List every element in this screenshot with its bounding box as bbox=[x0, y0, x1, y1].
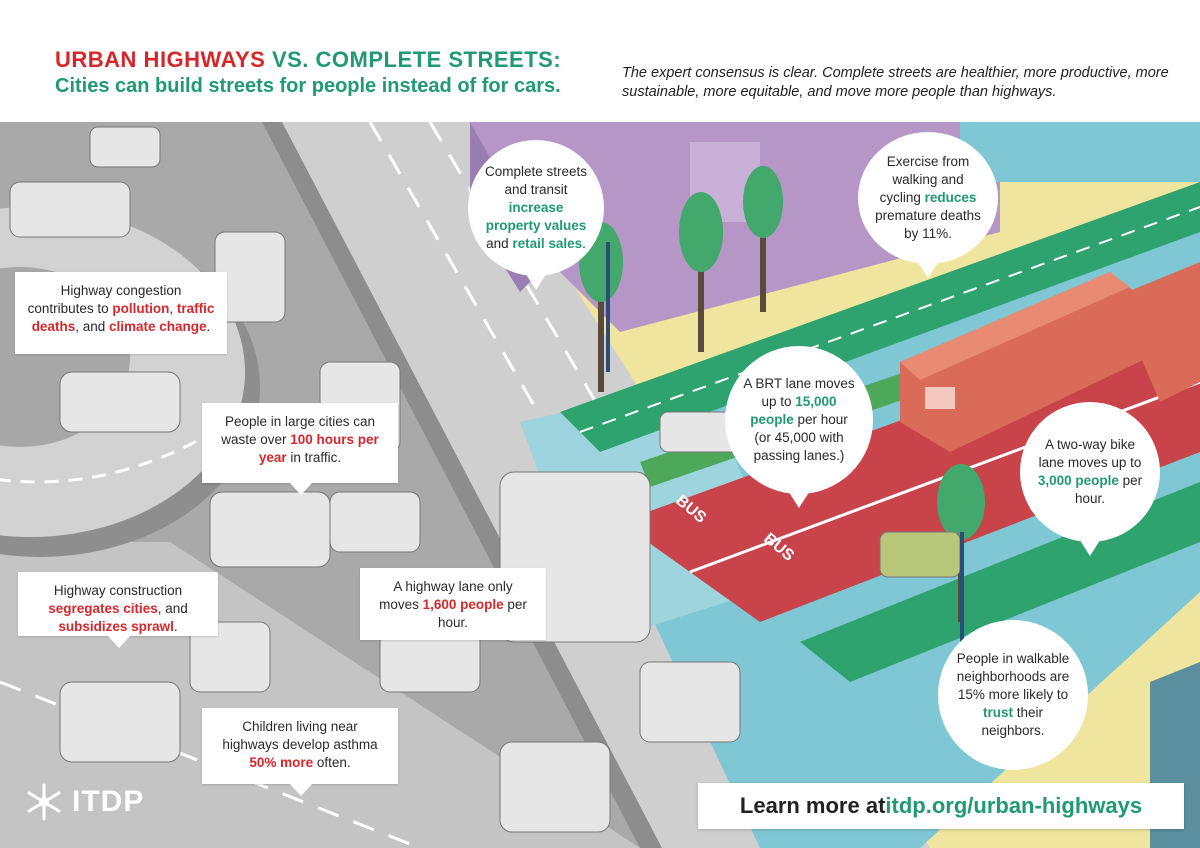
title-complete-streets: COMPLETE STREETS: bbox=[315, 47, 562, 72]
learn-more-banner[interactable]: Learn more at itdp.org/urban-highways bbox=[698, 783, 1184, 829]
page-subtitle: Cities can build streets for people inst… bbox=[55, 75, 561, 97]
lane-text-2: per hour. bbox=[437, 597, 527, 630]
fact-exercise: Exercise from walking and cycling reduce… bbox=[858, 132, 998, 278]
bike-lane-upper bbox=[560, 182, 1200, 452]
congestion-highlight-traffic-deaths: traffic deaths bbox=[31, 301, 215, 334]
construction-highlight-segregates: segregates cities bbox=[48, 601, 158, 616]
congestion-text-3: , and bbox=[75, 319, 109, 334]
construction-text-1: Highway construction bbox=[53, 583, 183, 598]
bubble-tail bbox=[522, 268, 550, 290]
itdp-logo[interactable]: ITDP bbox=[24, 782, 144, 822]
fact-highway-lane: A highway lane only moves 1,600 people p… bbox=[360, 568, 546, 640]
fact-trust-neighbors: People in walkable neighborhoods are 15%… bbox=[938, 620, 1088, 770]
bubble-tail bbox=[914, 256, 942, 278]
congestion-text-4: . bbox=[206, 319, 211, 334]
fact-highway-construction: Highway construction segregates cities, … bbox=[18, 572, 218, 648]
congestion-text-2: , bbox=[169, 301, 177, 316]
bike-text-2: per hour. bbox=[1074, 473, 1143, 506]
header: URBAN HIGHWAYS VS. COMPLETE STREETS: Cit… bbox=[0, 0, 1200, 122]
bubble-tail bbox=[290, 784, 312, 796]
asthma-text-2: often. bbox=[313, 755, 351, 770]
asthma-text-1: Children living near highways develop as… bbox=[222, 719, 378, 752]
fact-hours-wasted: People in large cities can waste over 10… bbox=[202, 403, 398, 495]
brt-text-1: A BRT lane moves up to bbox=[743, 376, 855, 409]
property-highlight-values: increase property values bbox=[485, 200, 587, 233]
waste-highlight-hours: 100 hours per year bbox=[258, 432, 379, 465]
learn-more-link[interactable]: itdp.org/urban-highways bbox=[885, 793, 1143, 818]
bubble-tail bbox=[785, 486, 813, 508]
exercise-text-1: Exercise from walking and cycling bbox=[879, 154, 970, 205]
exercise-text-2: premature deaths by 11%. bbox=[875, 208, 981, 241]
bubble-tail bbox=[108, 636, 130, 648]
brt-text-2: per hour (or 45,000 with passing lanes.) bbox=[753, 412, 848, 463]
construction-text-3: . bbox=[173, 619, 178, 634]
consensus-text: The expert consensus is clear. Complete … bbox=[622, 65, 1169, 100]
property-highlight-retail: retail sales bbox=[512, 236, 583, 251]
title-vs: VS. bbox=[271, 47, 309, 72]
lane-highlight-people: 1,600 people bbox=[422, 597, 504, 612]
fact-asthma: Children living near highways develop as… bbox=[202, 708, 398, 796]
property-text-2: and bbox=[486, 236, 513, 251]
waste-text-2: in traffic. bbox=[286, 450, 342, 465]
tree-3 bbox=[743, 166, 783, 312]
highway-barrier bbox=[262, 122, 662, 848]
property-text-1: Complete streets and transit bbox=[484, 164, 588, 197]
bubble-tail bbox=[290, 483, 312, 495]
bus-icon bbox=[900, 262, 1200, 452]
fact-property-values: Complete streets and transit increase pr… bbox=[468, 140, 604, 290]
congestion-text-1: Highway congestion contributes to bbox=[27, 283, 182, 316]
asthma-highlight: 50% more bbox=[249, 755, 314, 770]
itdp-snowflake-logo-icon bbox=[27, 783, 61, 821]
lane-text-1: A highway lane only moves bbox=[379, 579, 513, 612]
exercise-highlight-reduces: reduces bbox=[924, 190, 977, 205]
fact-brt-lane: A BRT lane moves up to 15,000 people per… bbox=[725, 346, 873, 508]
building-teal bbox=[960, 122, 1200, 182]
brt-highlight-people: 15,000 people bbox=[750, 394, 837, 427]
construction-highlight-sprawl: subsidizes sprawl bbox=[58, 619, 174, 634]
congestion-highlight-climate-change: climate change bbox=[108, 319, 207, 334]
bike-lane-upper-line bbox=[579, 206, 1200, 433]
bike-highlight-people: 3,000 people bbox=[1037, 473, 1119, 488]
trust-highlight: trust bbox=[982, 705, 1013, 720]
title-urban-highways: URBAN HIGHWAYS bbox=[55, 47, 266, 72]
logo-text: ITDP bbox=[72, 785, 145, 818]
page-title: URBAN HIGHWAYS VS. COMPLETE STREETS: bbox=[55, 47, 561, 73]
bubble-tail bbox=[1076, 534, 1104, 556]
fact-bike-lane: A two-way bike lane moves up to 3,000 pe… bbox=[1020, 402, 1160, 556]
trust-text-2: their neighbors. bbox=[981, 705, 1045, 738]
bike-text-1: A two-way bike lane moves up to bbox=[1038, 437, 1142, 470]
trust-text-1: People in walkable neighborhoods are 15%… bbox=[956, 651, 1070, 702]
tree-2 bbox=[679, 192, 723, 352]
congestion-highlight-pollution: pollution bbox=[112, 301, 170, 316]
fact-highway-congestion: Highway congestion contributes to pollut… bbox=[15, 272, 227, 354]
learn-more-prefix: Learn more at bbox=[739, 793, 886, 818]
waste-text-1: People in large cities can waste over bbox=[221, 414, 376, 447]
property-text-3: . bbox=[582, 236, 586, 251]
construction-text-2: , and bbox=[157, 601, 188, 616]
